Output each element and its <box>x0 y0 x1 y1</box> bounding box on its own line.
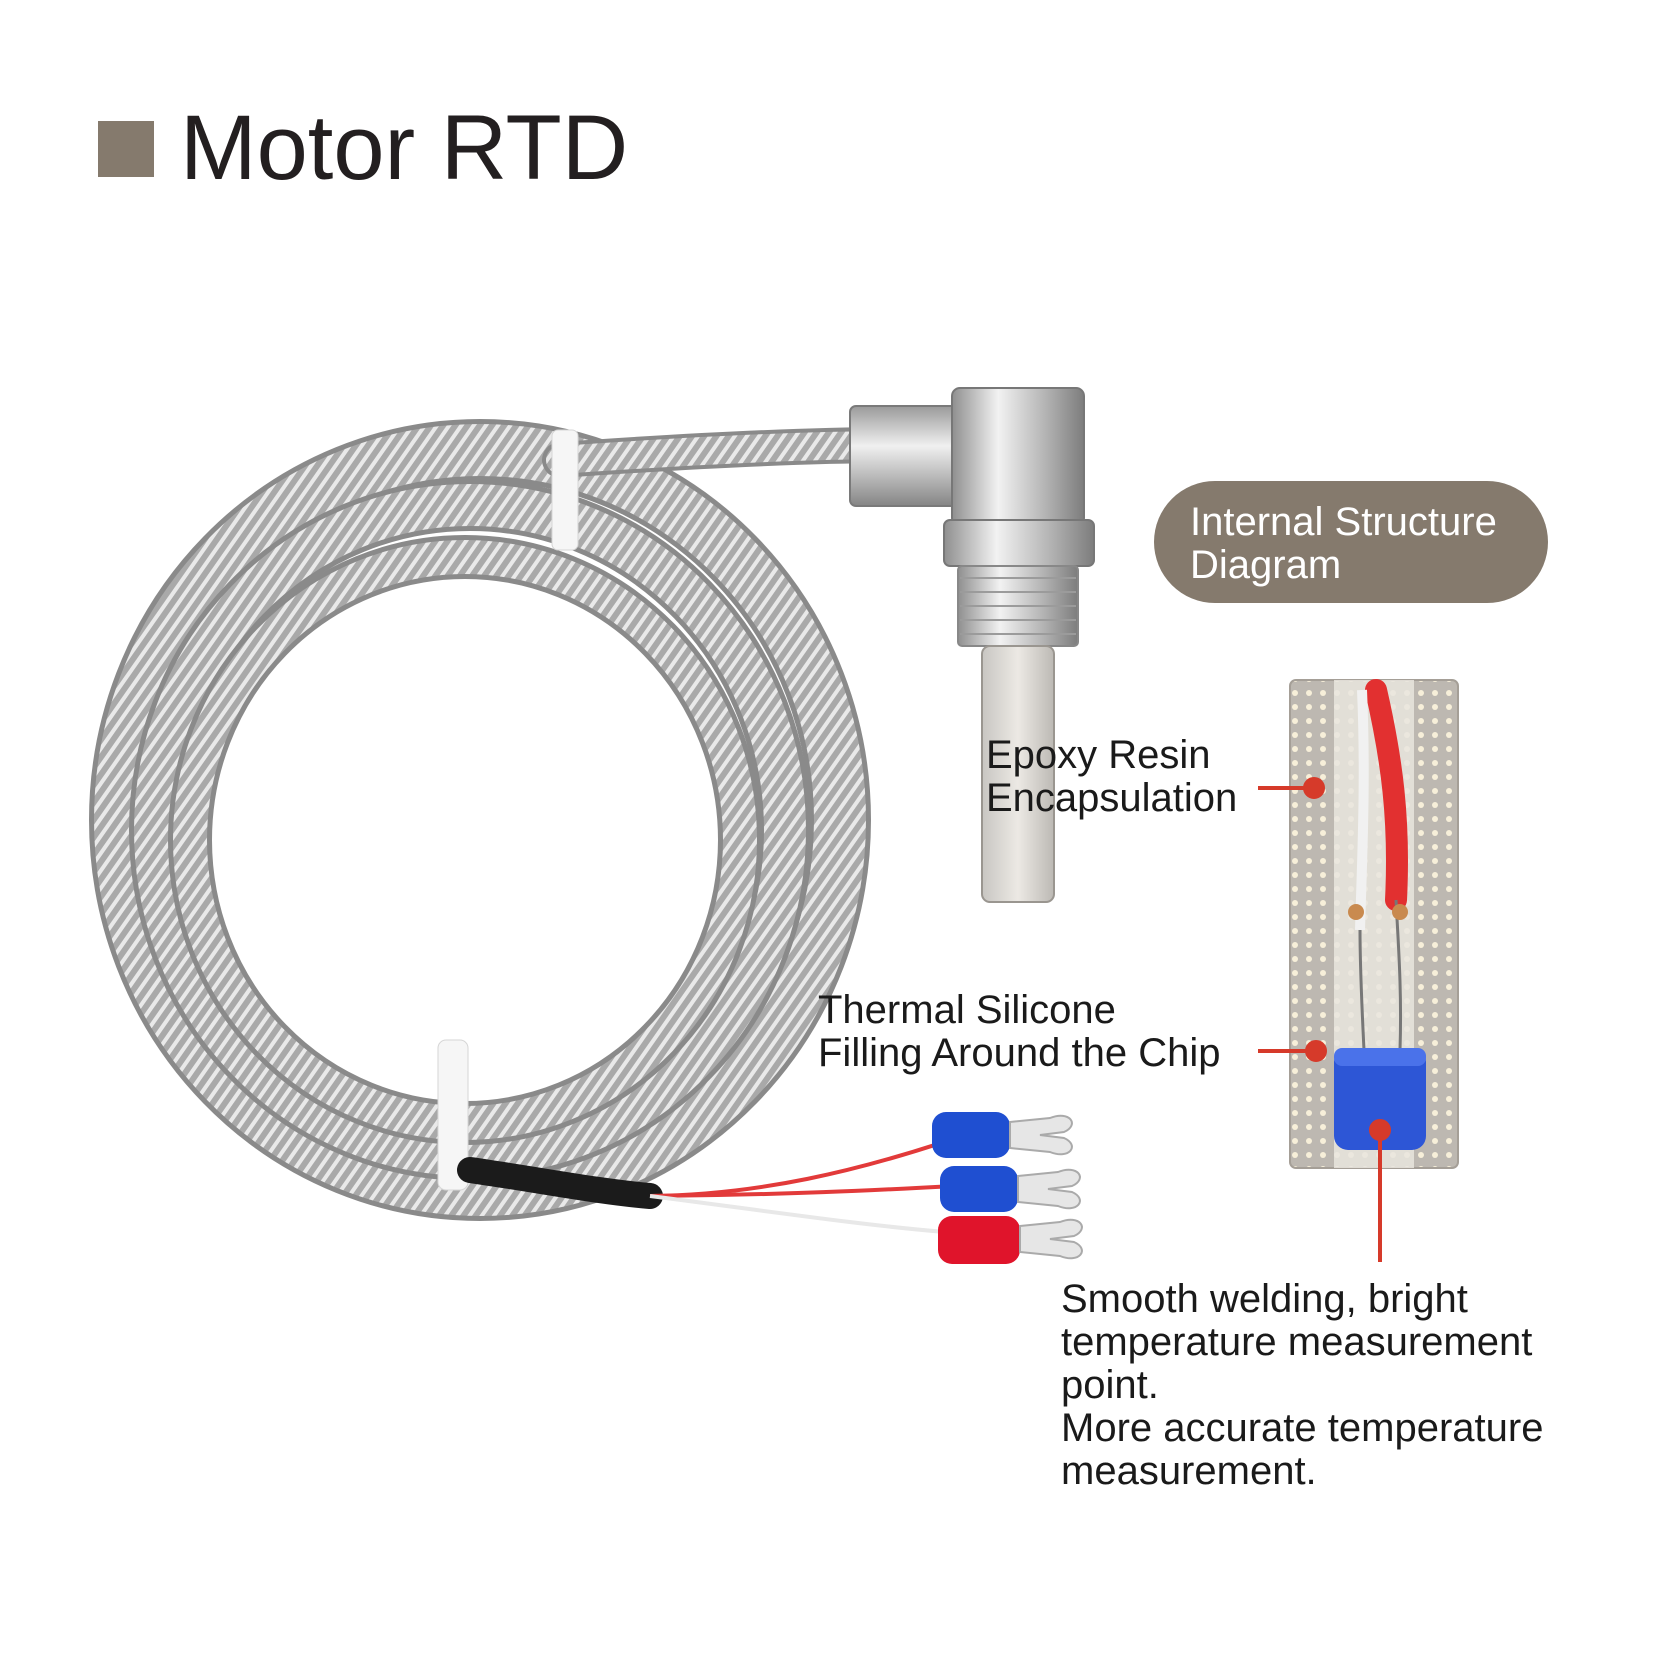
epoxy-line-2: Encapsulation <box>986 776 1238 820</box>
badge-line-1: Internal Structure <box>1190 500 1497 544</box>
smooth-line-2: temperature measurement <box>1061 1320 1533 1364</box>
ring-terminal-red <box>938 1216 1083 1264</box>
smooth-line-1: Smooth welding, bright <box>1061 1277 1468 1321</box>
smooth-welding-callout-label: Smooth welding, bright temperature measu… <box>1061 1278 1543 1493</box>
page-title: Motor RTD <box>180 97 629 199</box>
epoxy-callout-dot <box>1303 777 1325 799</box>
callout-leaders <box>1258 777 1391 1262</box>
elbow-fitting <box>849 387 1095 903</box>
armored-cable-coil <box>89 419 918 1221</box>
smooth-line-4: More accurate temperature <box>1061 1406 1544 1450</box>
badge-line-2: Diagram <box>1190 543 1342 587</box>
thermal-line-2: Filling Around the Chip <box>818 1031 1221 1075</box>
internal-structure-badge: Internal Structure Diagram <box>1154 481 1548 603</box>
internal-structure-diagram <box>1289 679 1459 1169</box>
thermal-line-1: Thermal Silicone <box>818 988 1116 1032</box>
thermal-callout-label: Thermal Silicone Filling Around the Chip <box>818 989 1220 1075</box>
epoxy-line-1: Epoxy Resin <box>986 733 1211 777</box>
ring-terminal-blue-1 <box>932 1112 1073 1158</box>
smooth-callout-dot <box>1369 1119 1391 1141</box>
square-icon <box>98 121 154 177</box>
thermal-callout-dot <box>1305 1040 1327 1062</box>
smooth-line-5: measurement. <box>1061 1449 1317 1493</box>
ring-terminal-blue-2 <box>940 1166 1081 1212</box>
smooth-line-3: point. <box>1061 1363 1159 1407</box>
epoxy-callout-label: Epoxy Resin Encapsulation <box>986 734 1237 820</box>
lead-wires <box>457 1138 956 1234</box>
